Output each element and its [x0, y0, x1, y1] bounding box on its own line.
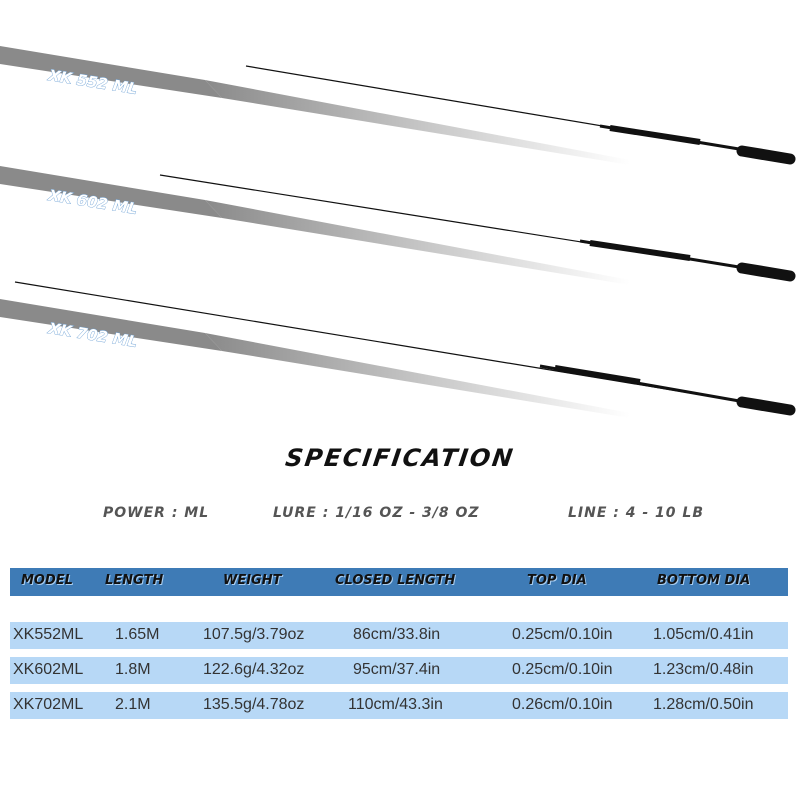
spec-line: LINE : 4 - 10 LB: [568, 505, 705, 521]
rod-602: [159, 174, 796, 282]
model-banner-602: XK 602 ML: [0, 166, 630, 285]
cell-model: XK552ML: [13, 626, 84, 643]
cell-length: 2.1M: [115, 696, 151, 713]
cell-bottom-dia: 1.05cm/0.41in: [653, 626, 754, 643]
cell-weight: 107.5g/3.79oz: [203, 626, 305, 643]
cell-length: 1.8M: [115, 661, 151, 678]
table-row: XK702ML 2.1M 135.5g/4.78oz 110cm/43.3in …: [10, 692, 788, 719]
rod-702: [14, 281, 796, 416]
spec-lure: LURE : 1/16 OZ - 3/8 OZ: [273, 505, 480, 521]
model-banner-702: XK 702 ML: [0, 299, 630, 418]
table-row: XK602ML 1.8M 122.6g/4.32oz 95cm/37.4in 0…: [10, 657, 788, 684]
page-title: SPECIFICATION: [283, 444, 517, 472]
cell-top-dia: 0.25cm/0.10in: [512, 661, 613, 678]
spec-power: POWER : ML: [103, 505, 210, 521]
column-header: TOP DIA: [527, 573, 587, 588]
cell-top-dia: 0.26cm/0.10in: [512, 696, 613, 713]
cell-weight: 122.6g/4.32oz: [203, 661, 305, 678]
rod-illustrations: XK 552 ML XK 602 ML XK 702 ML: [0, 46, 796, 418]
column-header: MODEL: [21, 573, 73, 588]
column-header: CLOSED LENGTH: [335, 573, 456, 588]
column-header: LENGTH: [105, 573, 164, 588]
cell-length: 1.65M: [115, 626, 160, 643]
cell-top-dia: 0.25cm/0.10in: [512, 626, 613, 643]
column-header: BOTTOM DIA: [657, 573, 751, 588]
rod-552: [245, 65, 796, 165]
table-header: MODEL LENGTH WEIGHT CLOSED LENGTH TOP DI…: [10, 568, 788, 596]
cell-bottom-dia: 1.23cm/0.48in: [653, 661, 754, 678]
table-row: XK552ML 1.65M 107.5g/3.79oz 86cm/33.8in …: [10, 622, 788, 649]
cell-closed-length: 110cm/43.3in: [348, 696, 443, 713]
cell-weight: 135.5g/4.78oz: [203, 696, 305, 713]
column-header: WEIGHT: [223, 573, 282, 588]
model-banner-552: XK 552 ML: [0, 46, 630, 165]
cell-bottom-dia: 1.28cm/0.50in: [653, 696, 754, 713]
cell-model: XK702ML: [13, 696, 84, 713]
cell-closed-length: 95cm/37.4in: [353, 661, 441, 678]
cell-model: XK602ML: [13, 661, 84, 678]
cell-closed-length: 86cm/33.8in: [353, 626, 441, 643]
